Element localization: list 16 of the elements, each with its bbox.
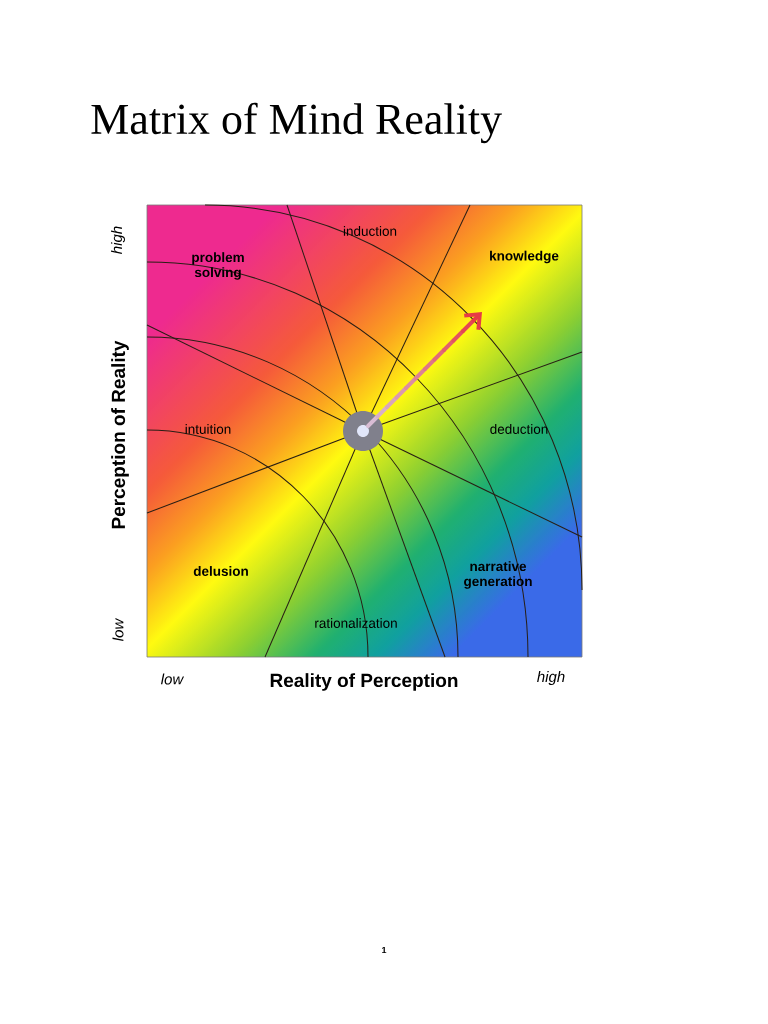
axis-end-label: low xyxy=(161,673,185,685)
region-label: induction xyxy=(343,226,397,236)
region-label: deduction xyxy=(490,424,548,434)
axis-title: Reality of Perception xyxy=(270,673,458,691)
page-number: 1 xyxy=(382,946,387,954)
region-label: problem solving xyxy=(192,252,244,280)
region-label: intuition xyxy=(185,424,231,434)
axis-title: Perception of Reality xyxy=(111,340,129,529)
axis-end-label: low xyxy=(112,617,124,641)
axis-end-label: high xyxy=(537,671,565,685)
region-label: narrative generation xyxy=(464,561,532,589)
axis-end-label: high xyxy=(111,226,125,254)
region-label: knowledge xyxy=(490,250,559,264)
page-title: Matrix of Mind Reality xyxy=(91,102,502,144)
region-label: delusion xyxy=(193,566,248,576)
region-label: rationalization xyxy=(315,618,397,628)
